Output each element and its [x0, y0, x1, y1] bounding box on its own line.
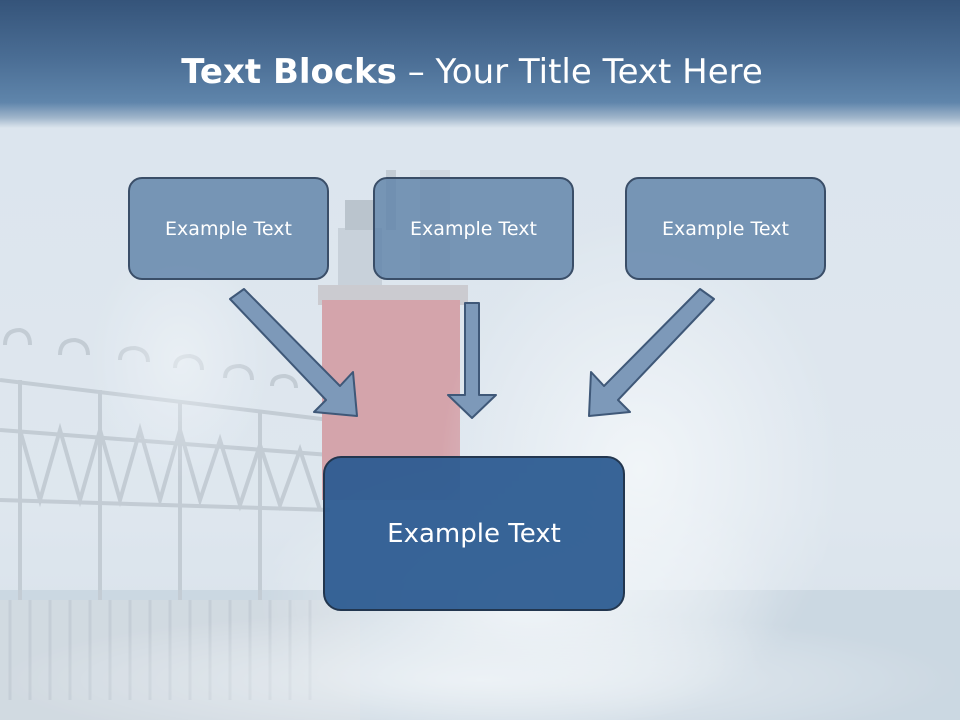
arrow-center-down	[447, 302, 497, 419]
text-block-top-center[interactable]: Example Text	[373, 177, 574, 280]
text-block-top-center-label: Example Text	[410, 217, 537, 240]
text-block-top-right-label: Example Text	[662, 217, 789, 240]
slide-title-dash: –	[396, 52, 436, 92]
text-block-main[interactable]: Example Text	[323, 456, 625, 611]
slide-title: Text Blocks – Your Title Text Here	[0, 52, 944, 92]
slide-title-bold: Text Blocks	[181, 52, 397, 92]
arrow-right-diagonal	[588, 288, 715, 417]
arrow-left-diagonal	[229, 288, 358, 417]
title-bar	[0, 0, 960, 128]
text-block-main-label: Example Text	[387, 518, 561, 549]
slide-title-rest: Your Title Text Here	[435, 52, 763, 92]
text-block-top-left-label: Example Text	[165, 217, 292, 240]
text-block-top-left[interactable]: Example Text	[128, 177, 329, 280]
text-block-top-right[interactable]: Example Text	[625, 177, 826, 280]
